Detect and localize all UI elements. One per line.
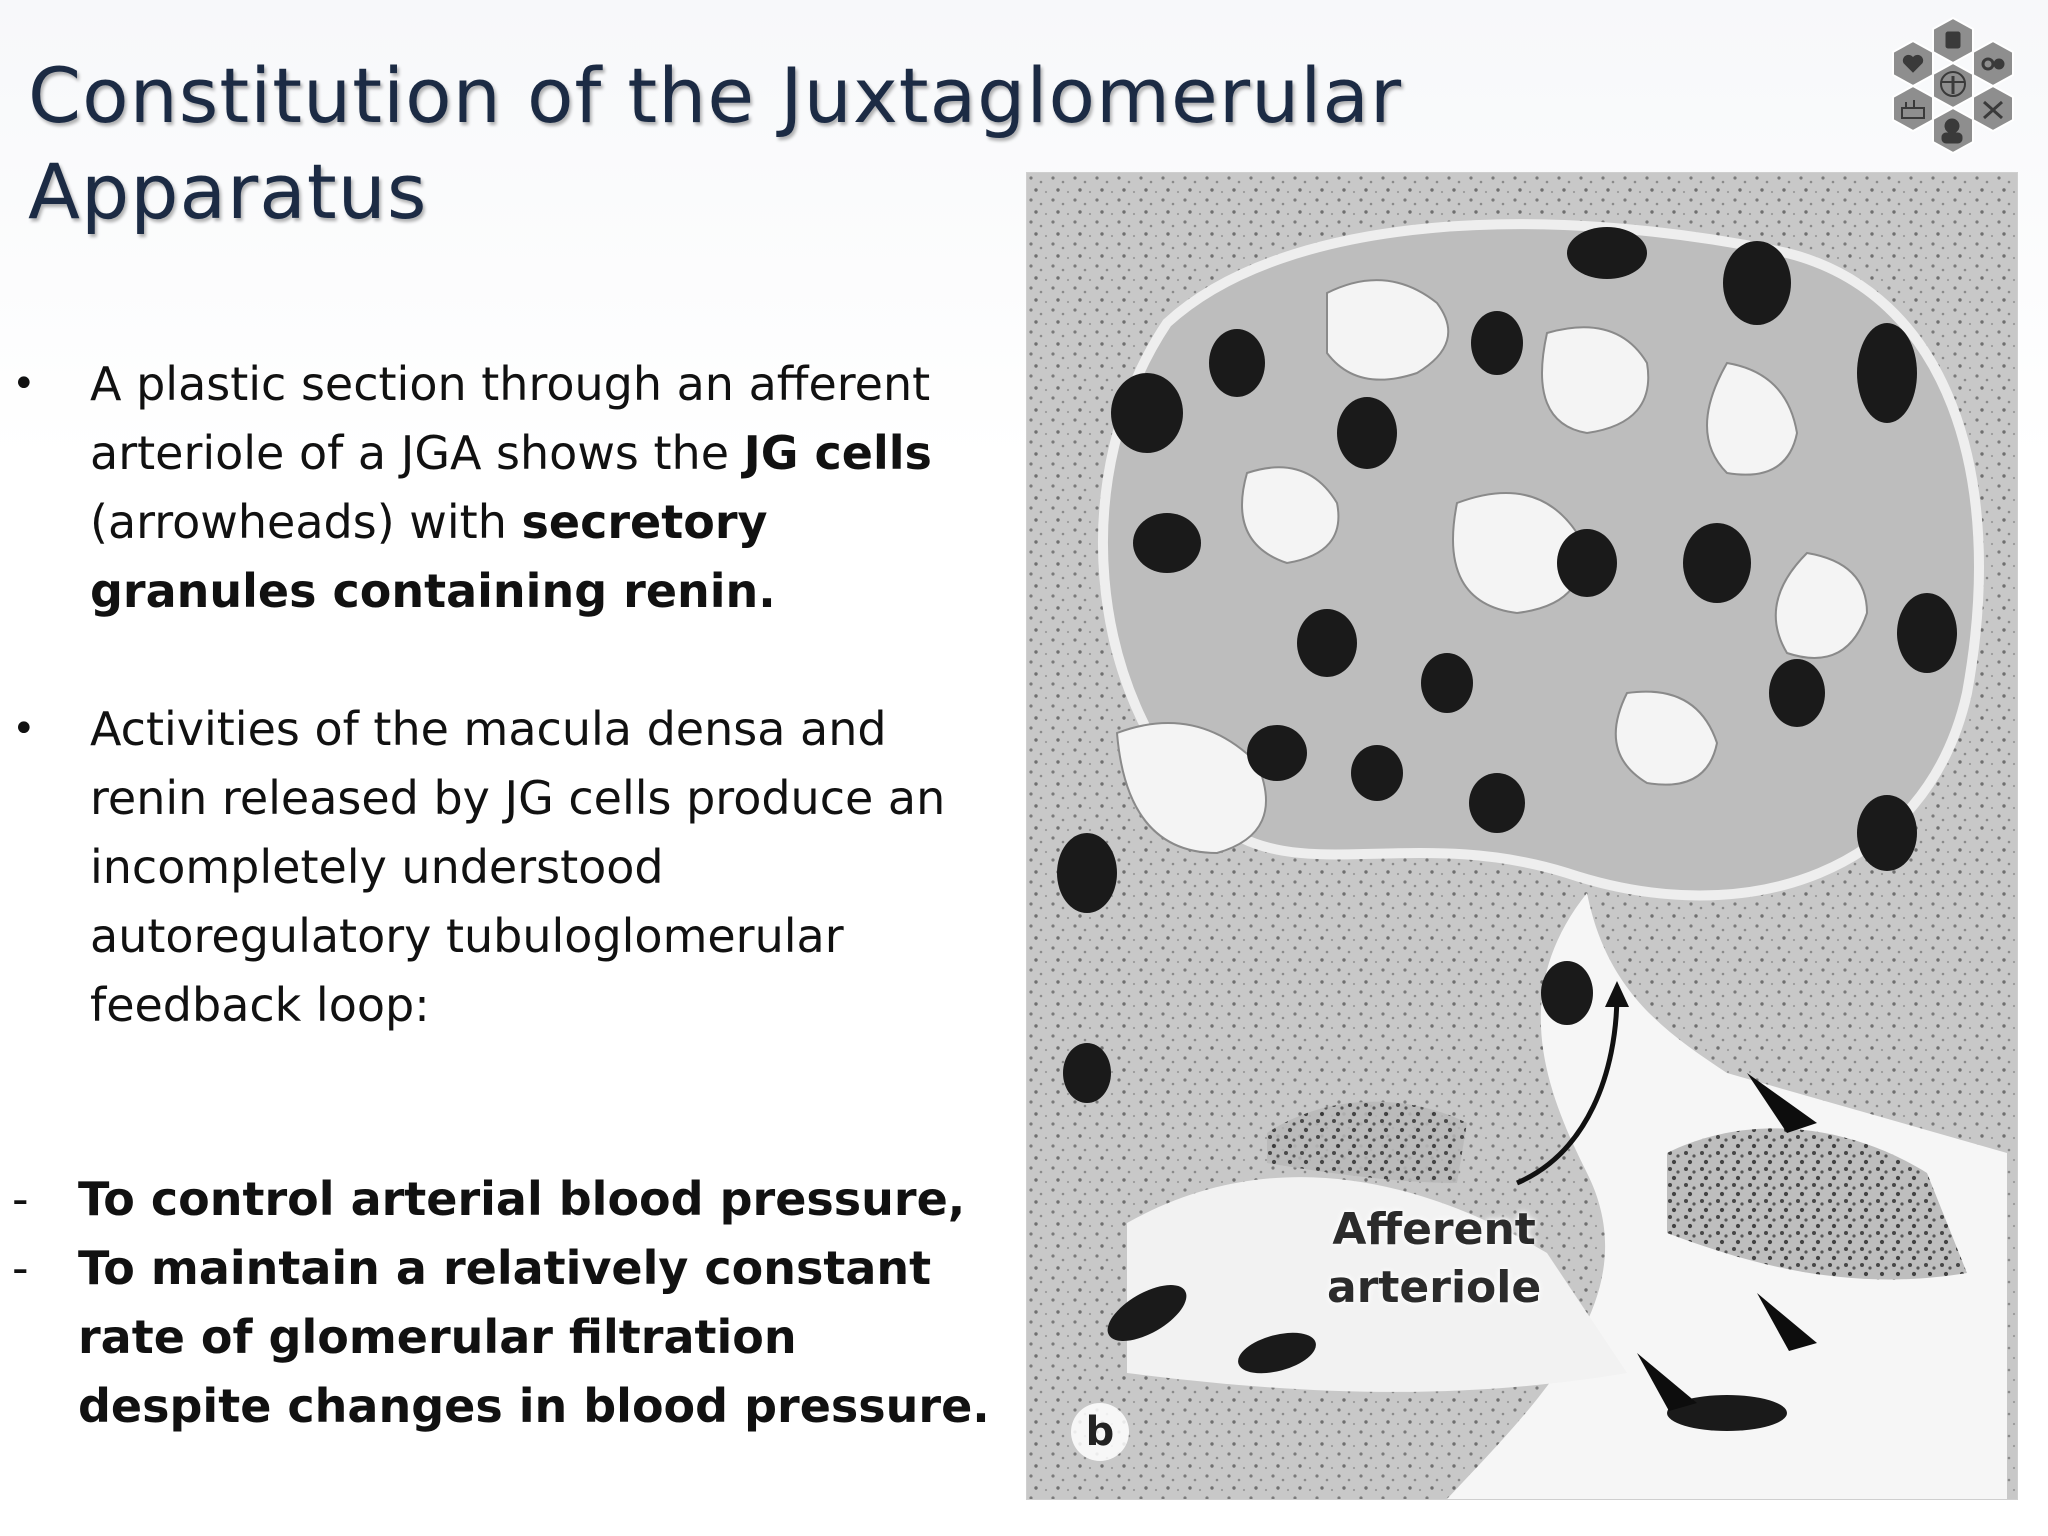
heart-icon [1902,54,1924,73]
lab-icon [1901,100,1925,119]
dash-marker: - [12,1172,29,1226]
dash-marker: - [12,1241,29,1295]
slide-title: Constitution of the Juxtaglomerular Appa… [28,48,1448,240]
afferent-arteriole-label: Afferent arteriole [1327,1201,1541,1317]
panel-label: b [1071,1403,1129,1461]
dna-icon [1983,100,2003,120]
micrograph-drawing [1027,173,2017,1499]
vitruvian-man-icon [1940,71,1966,97]
arrowhead-2 [1757,1293,1817,1351]
arrowhead-3 [1637,1353,1697,1411]
title-line-1: Constitution of the Juxtaglomerular [28,51,1403,140]
bullet-text: A plastic section through an afferent ar… [90,350,990,626]
head-icon [1941,118,1963,144]
micrograph-image: b Afferent arteriole [1026,172,2018,1500]
bullet-bold-jg-cells: JG cells [743,426,932,480]
dash-text: To control arterial blood pressure, [78,1172,966,1226]
bullet-text-part: (arrowheads) with [90,495,522,549]
title-line-2: Apparatus [28,147,428,236]
bullet-text-part: A plastic section through an afferent ar… [90,357,931,480]
bottle-icon [1945,31,1961,49]
bullet-text: Activities of the macula densa and renin… [90,702,946,1032]
dash-text: To maintain a relatively constant rate o… [78,1241,990,1433]
label-line-2: arteriole [1327,1262,1542,1313]
hexagon-logo [1892,16,2014,155]
arrowhead-1 [1747,1073,1817,1133]
pills-icon [1981,57,2005,71]
bullet-marker: • [12,361,36,407]
bullet-bold-granules: secretory granules containing renin. [90,495,776,618]
bullet-marker: • [12,706,36,752]
label-line-1: Afferent [1332,1204,1536,1255]
